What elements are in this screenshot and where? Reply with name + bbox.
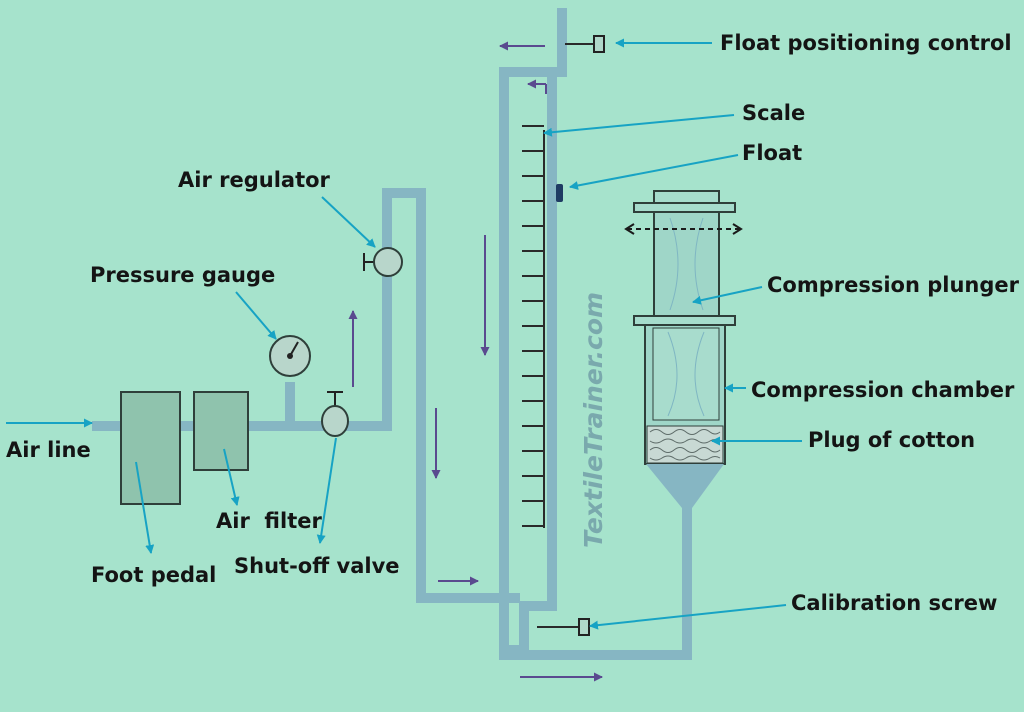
float-control-knob-icon[interactable] <box>593 35 605 53</box>
scale-ticks <box>522 125 545 528</box>
label-compression-plunger: Compression plunger <box>767 273 1020 297</box>
label-air-filter: Air filter <box>216 509 322 533</box>
funnel <box>646 464 724 508</box>
air-filter-box <box>193 391 249 471</box>
tube-left-wall <box>499 8 567 620</box>
label-plug-of-cotton: Plug of cotton <box>808 428 975 452</box>
compression-assembly <box>624 190 743 508</box>
label-float: Float <box>742 141 802 165</box>
air-regulator-icon[interactable] <box>363 247 403 277</box>
compression-plunger[interactable] <box>653 211 720 317</box>
watermark: TextileTrainer.com <box>579 292 608 548</box>
cotton-plug-icon <box>646 425 724 464</box>
return-pipe <box>499 505 692 660</box>
flow-arrows <box>348 41 603 682</box>
label-float-positioning-control: Float positioning control <box>720 31 1012 55</box>
foot-pedal-box[interactable] <box>120 391 181 505</box>
label-air-line: Air line <box>6 438 91 462</box>
label-foot-pedal: Foot pedal <box>91 563 216 587</box>
label-air-regulator: Air regulator <box>178 168 331 192</box>
label-pressure-gauge: Pressure gauge <box>90 263 275 287</box>
label-shut-off-valve: Shut-off valve <box>234 554 400 578</box>
label-calibration-screw: Calibration screw <box>791 591 997 615</box>
shut-off-valve-icon[interactable] <box>321 391 349 437</box>
calibration-screw-icon[interactable] <box>578 618 590 636</box>
callouts <box>6 38 802 630</box>
pressure-gauge-icon <box>269 335 311 377</box>
label-compression-chamber: Compression chamber <box>751 378 1015 402</box>
float-icon <box>556 184 563 202</box>
tube-right-wall <box>519 76 557 650</box>
label-scale: Scale <box>742 101 805 125</box>
